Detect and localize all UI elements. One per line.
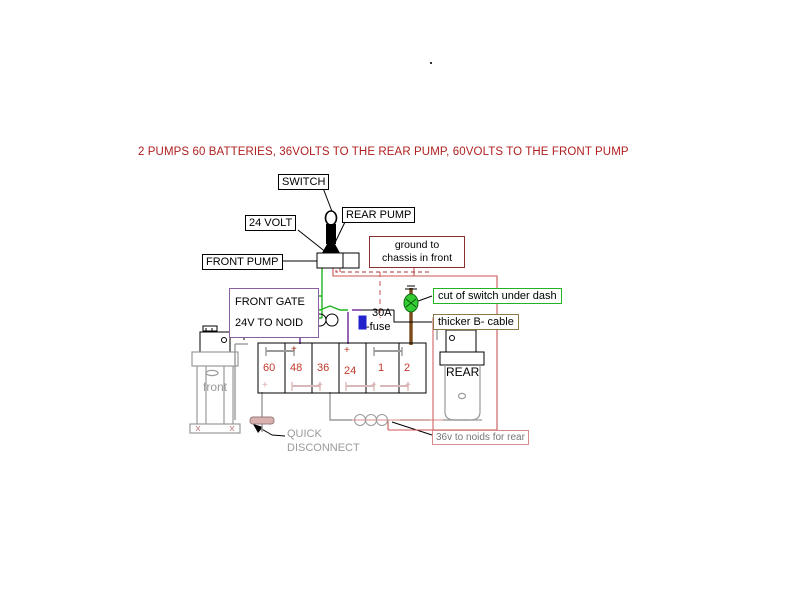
terminal-plus-top-2: +: [344, 345, 350, 356]
callout-thicker-cable[interactable]: thicker B- cable: [433, 314, 519, 330]
quick-disconnect-line1: QUICK: [287, 428, 322, 440]
front-gate-title: FRONT GATE: [235, 296, 305, 308]
label-24-volt[interactable]: 24 VOLT: [245, 215, 297, 231]
ground-dashed-wire: [335, 270, 430, 273]
battery-cell-2: 36: [317, 362, 330, 374]
front-tank-label: front: [203, 380, 228, 394]
fuse-word-label: -fuse: [366, 321, 391, 333]
rear-tank-label: REAR: [446, 365, 480, 379]
rear-pump-tank-body: [443, 365, 482, 421]
terminal-plus-top-1: +: [291, 344, 297, 355]
quick-disconnect-arrowhead: [253, 424, 263, 433]
callout-36v-noids-rear[interactable]: 36v to noids for rear: [432, 430, 529, 445]
fuse-icon: [358, 315, 367, 330]
gray-wire-group: [234, 322, 438, 432]
terminal-plus-bottom-3: +: [371, 380, 377, 391]
toggle-switch-icon: [316, 210, 360, 269]
ground-chassis-line1: ground to: [394, 239, 440, 251]
front-pump-tank: [189, 351, 241, 434]
battery-terminal-ticks-top: [265, 347, 403, 356]
battery-cell-4: 1: [378, 362, 385, 374]
ground-chassis-line2: chassis in front: [381, 252, 453, 265]
label-switch[interactable]: SWITCH: [278, 174, 330, 190]
rear-pump-tank: [439, 351, 485, 366]
terminal-plus-bottom-4: +: [405, 380, 411, 391]
diagram-title: 2 PUMPS 60 BATTERIES, 36VOLTS TO THE REA…: [138, 146, 629, 158]
front-tank-feet: [195, 425, 235, 432]
battery-cell-1: 48: [290, 362, 303, 374]
battery-cell-0: 60: [263, 362, 276, 374]
stray-dot-artifact: [430, 62, 432, 64]
label-rear-pump[interactable]: REAR PUMP: [342, 207, 416, 223]
solenoid-coil-icon-rear: [354, 414, 388, 426]
callout-ground-to-chassis[interactable]: ground to chassis in front: [369, 236, 465, 269]
front-pump-assembly: [199, 325, 231, 353]
rear-pump-assembly: [445, 329, 477, 353]
terminal-plus-bottom-1: +: [262, 380, 268, 391]
quick-disconnect-line2: DISCONNECT: [287, 442, 360, 454]
fuse-amp-label: 30A: [372, 307, 392, 319]
quick-disconnect-icon: [249, 416, 275, 425]
terminal-plus-bottom-2: +: [317, 380, 323, 391]
label-front-pump[interactable]: FRONT PUMP: [202, 254, 283, 270]
callout-cut-off-switch[interactable]: cut of switch under dash: [433, 288, 562, 304]
battery-terminal-ticks-bottom: [291, 382, 409, 391]
battery-cell-3: 24: [344, 365, 357, 377]
callout-front-gate[interactable]: FRONT GATE 24V TO NOID: [229, 288, 319, 338]
front-gate-noid: 24V TO NOID: [235, 316, 304, 329]
battery-cell-5: 2: [404, 362, 411, 374]
